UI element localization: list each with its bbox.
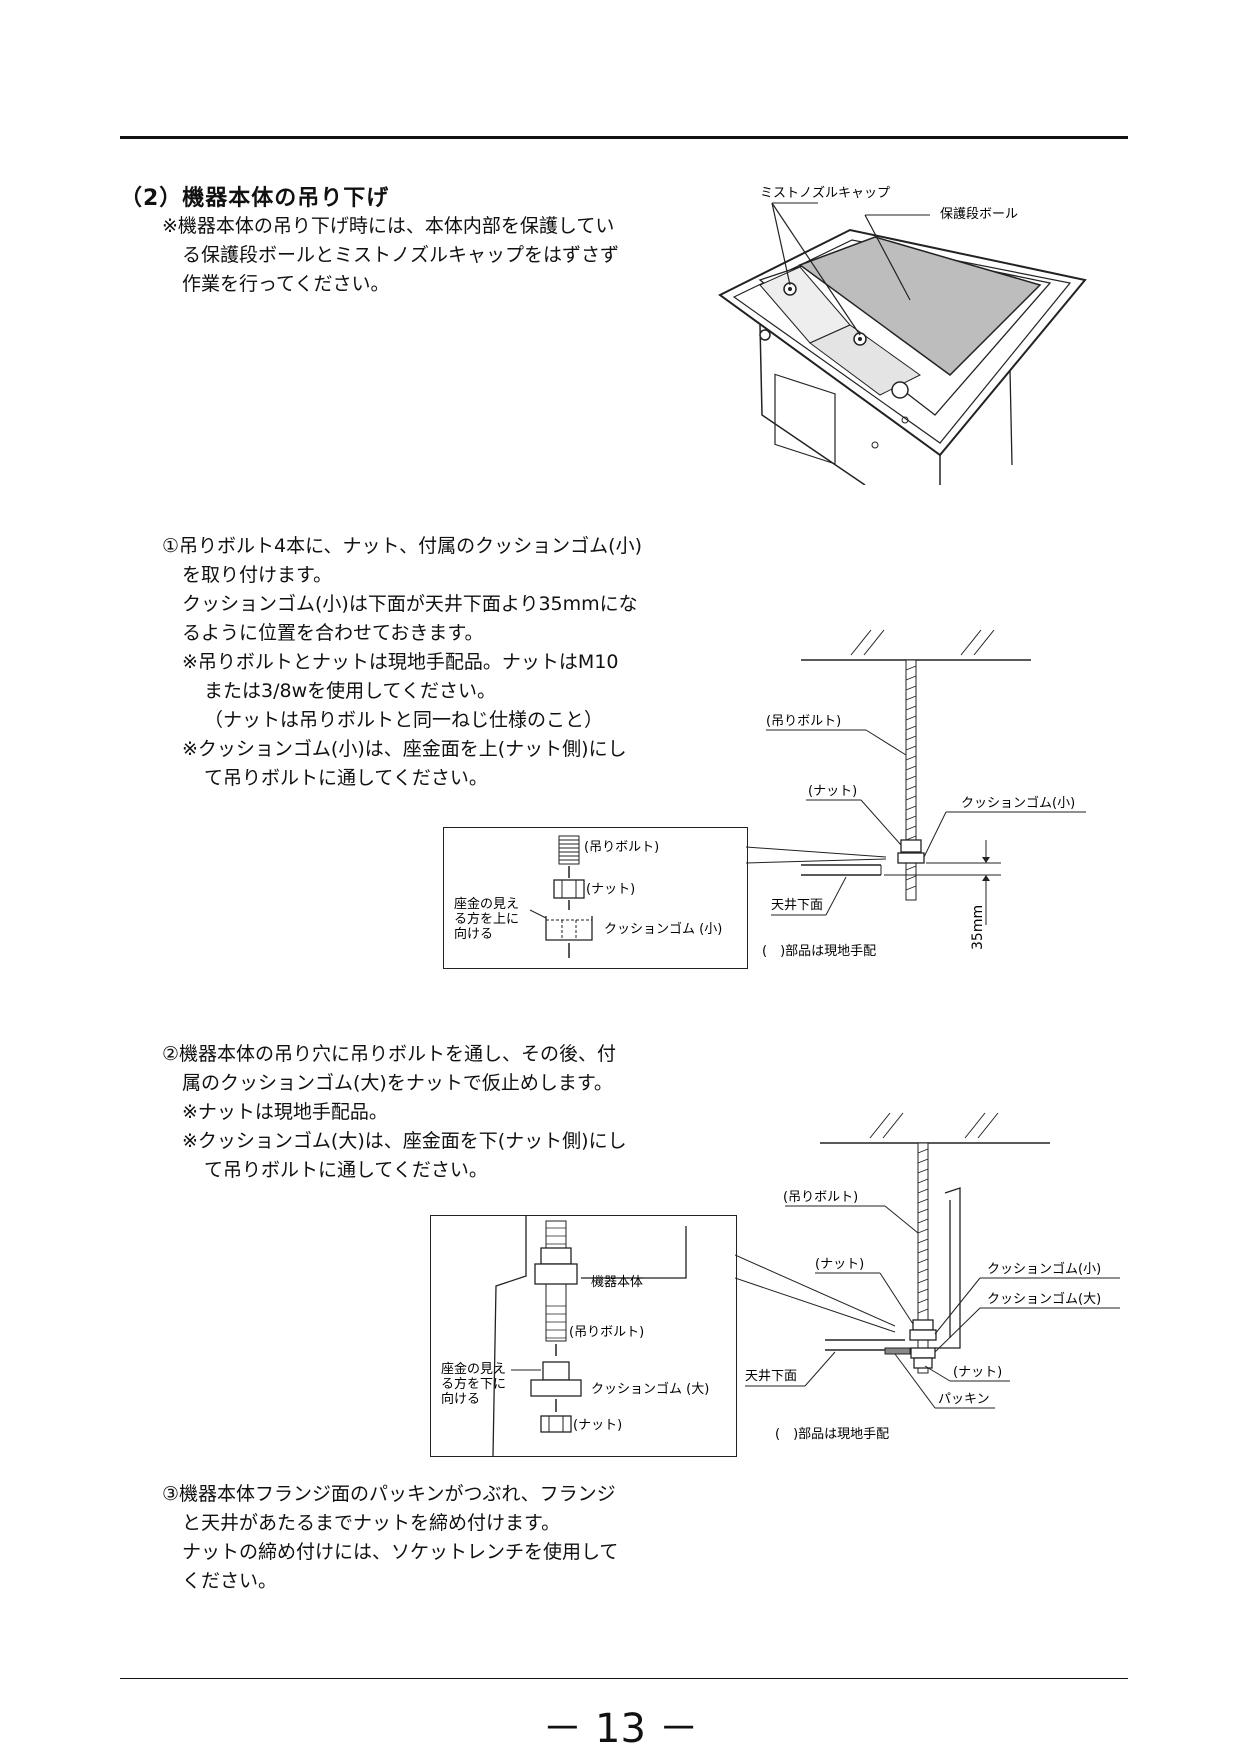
section-note: ※機器本体の吊り下げ時には、本体内部を保護してい る保護段ボールとミストノズルキ… bbox=[162, 215, 620, 295]
board-label: 保護段ボール bbox=[940, 206, 1018, 222]
d2-rubber-l-label: クッションゴム(大) bbox=[987, 1291, 1101, 1307]
inset2-body-label: 機器本体 bbox=[591, 1275, 643, 1290]
unit-illustration: ミストノズルキャップ 保護段ボール bbox=[718, 185, 1087, 485]
step2-inset: 機器本体 (吊りボルト) 座金の見え る方を下に 向ける クッションゴム (大)… bbox=[430, 1215, 737, 1457]
inset1-bolt-label: (吊りボルト) bbox=[584, 840, 659, 855]
d1-rubber-label: クッションゴム(小) bbox=[961, 795, 1075, 811]
d2-nut-label: (ナット) bbox=[815, 1257, 864, 1272]
svg-text:向ける: 向ける bbox=[454, 926, 493, 942]
step1-diagram: 35mm (吊りボルト) (ナット) クッションゴム(小) 天井下面 ( )部品… bbox=[746, 629, 1086, 959]
dim-35mm: 35mm bbox=[970, 905, 986, 950]
step1-inset: (吊りボルト) (ナット) 座金の見え る方を上に 向ける クッションゴム (小… bbox=[443, 827, 748, 969]
d2-rubber-s-label: クッションゴム(小) bbox=[987, 1261, 1101, 1277]
d2-ceiling-label: 天井下面 bbox=[745, 1369, 797, 1384]
d2-note: ( )部品は現地手配 bbox=[775, 1427, 889, 1442]
svg-text:座金の見え: 座金の見え bbox=[441, 1361, 506, 1377]
svg-text:向ける: 向ける bbox=[441, 1391, 480, 1407]
step3-text: ③機器本体フランジ面のパッキンがつぶれ、フランジ と天井があたるまでナットを締め… bbox=[162, 1483, 619, 1592]
inset1-rubber-label: クッションゴム (小) bbox=[604, 921, 722, 937]
d1-ceiling-label: 天井下面 bbox=[771, 898, 823, 913]
d1-note: ( )部品は現地手配 bbox=[762, 944, 876, 959]
top-rule bbox=[120, 136, 1128, 139]
d2-packing-label: パッキン bbox=[938, 1392, 990, 1407]
inset2-bolt-label: (吊りボルト) bbox=[569, 1325, 644, 1340]
step1-text: ①吊りボルト4本に、ナット、付属のクッションゴム(小) を取り付けます。 クッシ… bbox=[162, 535, 642, 789]
bottom-rule bbox=[120, 1678, 1128, 1679]
d1-nut-label: (ナット) bbox=[808, 784, 857, 799]
svg-text:座金の見え: 座金の見え bbox=[454, 896, 519, 912]
inset1-nut-label: (ナット) bbox=[586, 882, 635, 897]
cap-label: ミストノズルキャップ bbox=[760, 185, 890, 201]
section-heading: （2）機器本体の吊り下げ bbox=[120, 186, 390, 211]
svg-text:る方を下に: る方を下に bbox=[441, 1376, 506, 1392]
d1-bolt-label: (吊りボルト) bbox=[766, 714, 841, 729]
d2-bolt-label: (吊りボルト) bbox=[783, 1190, 858, 1205]
step2-diagram: (吊りボルト) (ナット) クッションゴム(小) クッションゴム(大) 天井下面… bbox=[735, 1112, 1120, 1442]
inset2-nut-label: (ナット) bbox=[573, 1418, 622, 1433]
page-number: － 13 － bbox=[542, 1706, 699, 1752]
step2-text: ②機器本体の吊り穴に吊りボルトを通し、その後、付 属のクッションゴム(大)をナッ… bbox=[162, 1043, 627, 1181]
inset2-rubber-label: クッションゴム (大) bbox=[591, 1381, 709, 1397]
svg-text:る方を上に: る方を上に bbox=[454, 911, 519, 927]
d2-nut2-label: (ナット) bbox=[953, 1365, 1002, 1380]
